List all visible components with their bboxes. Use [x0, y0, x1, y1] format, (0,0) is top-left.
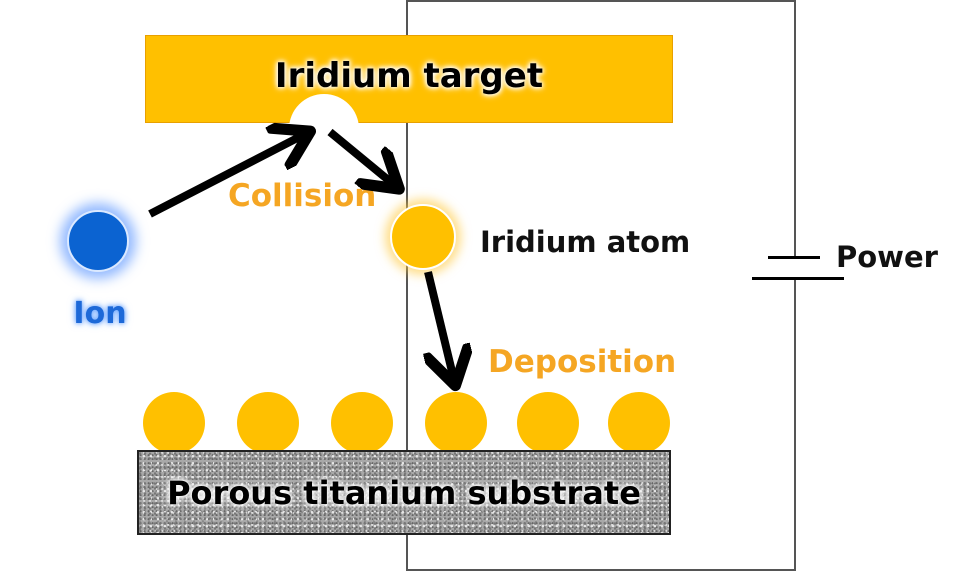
- ion-to-target-arrow: [148, 132, 309, 218]
- battery-plate-short: [752, 277, 844, 280]
- deposition-label: Deposition: [488, 344, 677, 380]
- circuit-wire-top: [406, 0, 796, 2]
- deposited-atom-2: [237, 392, 299, 454]
- ion-particle: [67, 210, 129, 272]
- target-to-atom-arrow: [327, 128, 398, 188]
- deposited-atom-4: [425, 392, 487, 454]
- deposited-atom-1: [143, 392, 205, 454]
- substrate-label: Porous titanium substrate: [167, 474, 641, 512]
- circuit-wire-right-upper: [794, 0, 796, 257]
- iridium-atom: [390, 204, 456, 270]
- circuit-wire-right-lower: [794, 279, 796, 571]
- iridium-target-label: Iridium target: [274, 56, 544, 96]
- deposited-atom-6: [608, 392, 670, 454]
- circuit-wire-left: [406, 0, 408, 571]
- iridium-target: [145, 35, 673, 123]
- porous-titanium-substrate: [137, 450, 671, 535]
- circuit-wire-bottom: [406, 569, 796, 571]
- power-label: Power: [836, 240, 938, 274]
- collision-label: Collision: [228, 178, 377, 214]
- deposited-atom-3: [331, 392, 393, 454]
- atom-to-substrate-arrow: [428, 271, 455, 384]
- battery-plate-long: [768, 256, 820, 259]
- iridium-atom-label: Iridium atom: [480, 225, 691, 259]
- deposited-atom-5: [517, 392, 579, 454]
- ion-label: Ion: [73, 296, 127, 331]
